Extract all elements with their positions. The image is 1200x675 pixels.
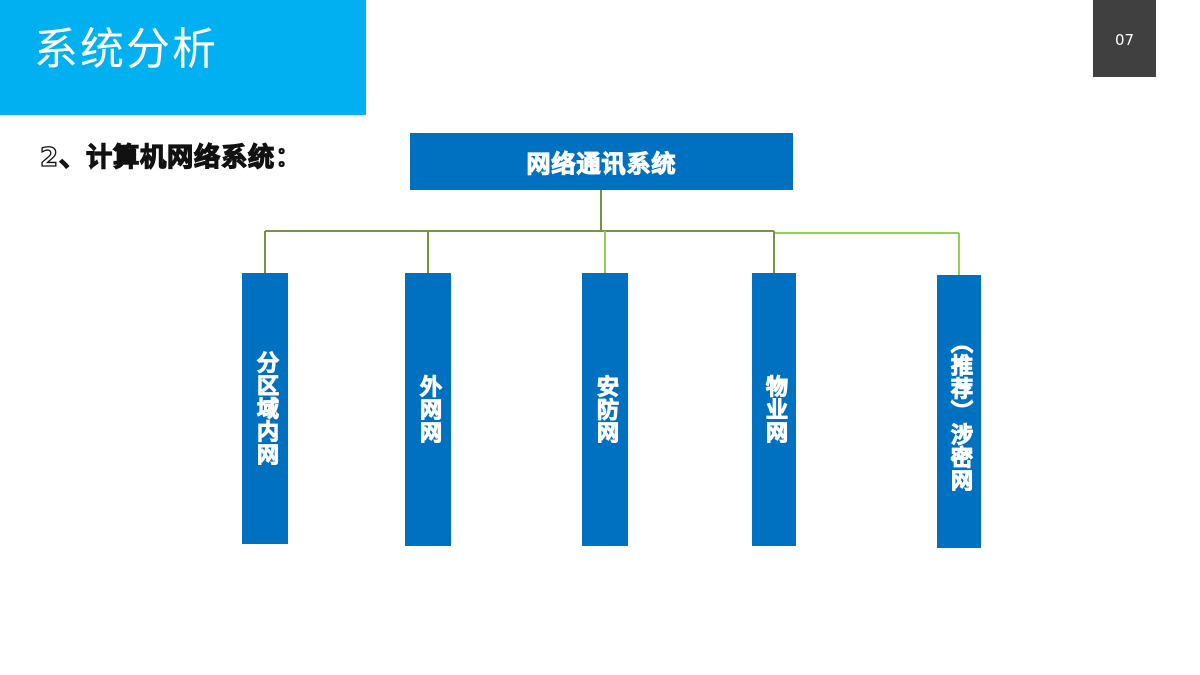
branch-node-label: 分区域内网 (253, 351, 279, 467)
page-number-box: 07 (1093, 0, 1156, 77)
root-node: 网络通讯系统 (410, 133, 793, 190)
root-node-label: 网络通讯系统 (526, 150, 677, 179)
branch-node-label: 安防网 (593, 375, 619, 445)
branch-node-label: 外网网 (416, 375, 442, 445)
page-number: 07 (1114, 31, 1135, 49)
branch-node-label: 物业网 (762, 375, 788, 445)
branch-node-internal-zone: 分区域内网 (242, 273, 288, 544)
branch-node-property: 物业网 (752, 273, 796, 546)
branch-node-external: 外网网 (405, 273, 451, 546)
slide-title: 系统分析 (34, 24, 218, 75)
title-band: 系统分析 (0, 0, 366, 115)
branch-node-label: （推荐）涉密网 (947, 331, 973, 493)
branch-node-security: 安防网 (582, 273, 628, 546)
section-subtitle: 2、计算机网络系统： (39, 142, 303, 173)
branch-node-classified: （推荐）涉密网 (937, 275, 981, 548)
